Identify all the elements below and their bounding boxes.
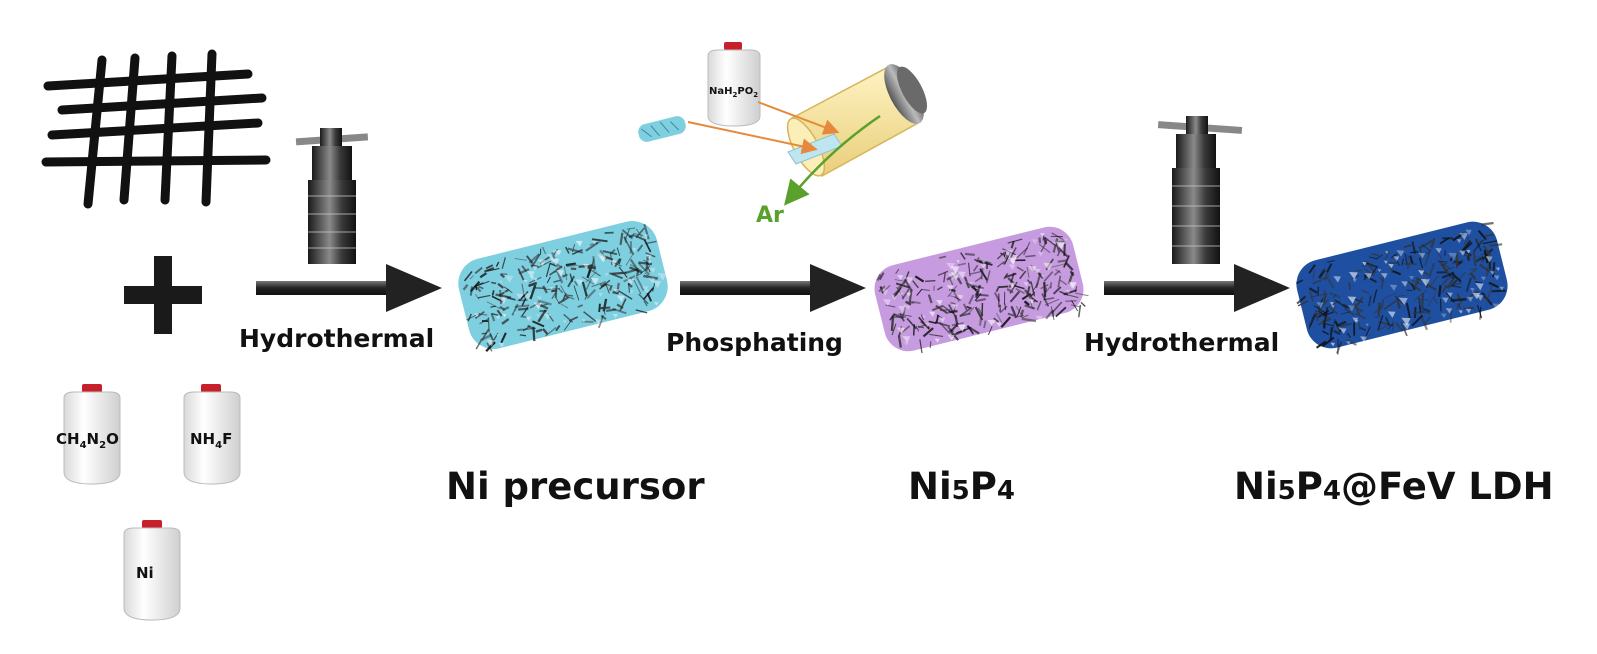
ammonium-fluoride-bottle-icon: NH4F [183,384,241,485]
step-label-phosphating: Phosphating [666,328,843,357]
product-label-ni5p4: Ni5P4 [908,465,1015,508]
ni5p4-cylinder-icon [874,226,1089,354]
argon-label: Ar [756,203,784,228]
autoclave-icon [1157,116,1243,264]
step-label-hydrothermal-2: Hydrothermal [1084,328,1280,357]
step-label-hydrothermal-1: Hydrothermal [239,324,435,353]
process-arrow-1 [256,264,442,312]
autoclave-icon [295,128,369,264]
process-arrow-3 [1104,264,1290,312]
ni-precursor-cylinder-icon [458,221,668,353]
svg-text:CH4N2O: CH4N2O [56,430,119,451]
nickel-salt-bottle-icon: Ni [123,520,181,621]
plus-icon [124,256,202,334]
product-label-ni-precursor: Ni precursor [446,465,705,508]
argon-flow-arrow [784,114,881,206]
svg-text:Ni: Ni [136,564,154,582]
sample-piece-icon [638,116,686,142]
svg-text:NH4F: NH4F [190,430,232,451]
ni5p4-fev-ldh-cylinder-icon [1295,221,1508,355]
product-label-ni5p4-fev-ldh: Ni5P4@FeV LDH [1234,465,1554,508]
nickel-foam-mesh-icon [41,49,271,209]
process-arrow-2 [680,264,866,312]
feed-arrows [687,101,840,155]
sodium-hypophosphite-bottle-icon: NaH2PO2 [707,42,761,127]
svg-text:NaH2PO2: NaH2PO2 [709,86,758,99]
urea-bottle-icon: CH4N2O [56,384,121,485]
